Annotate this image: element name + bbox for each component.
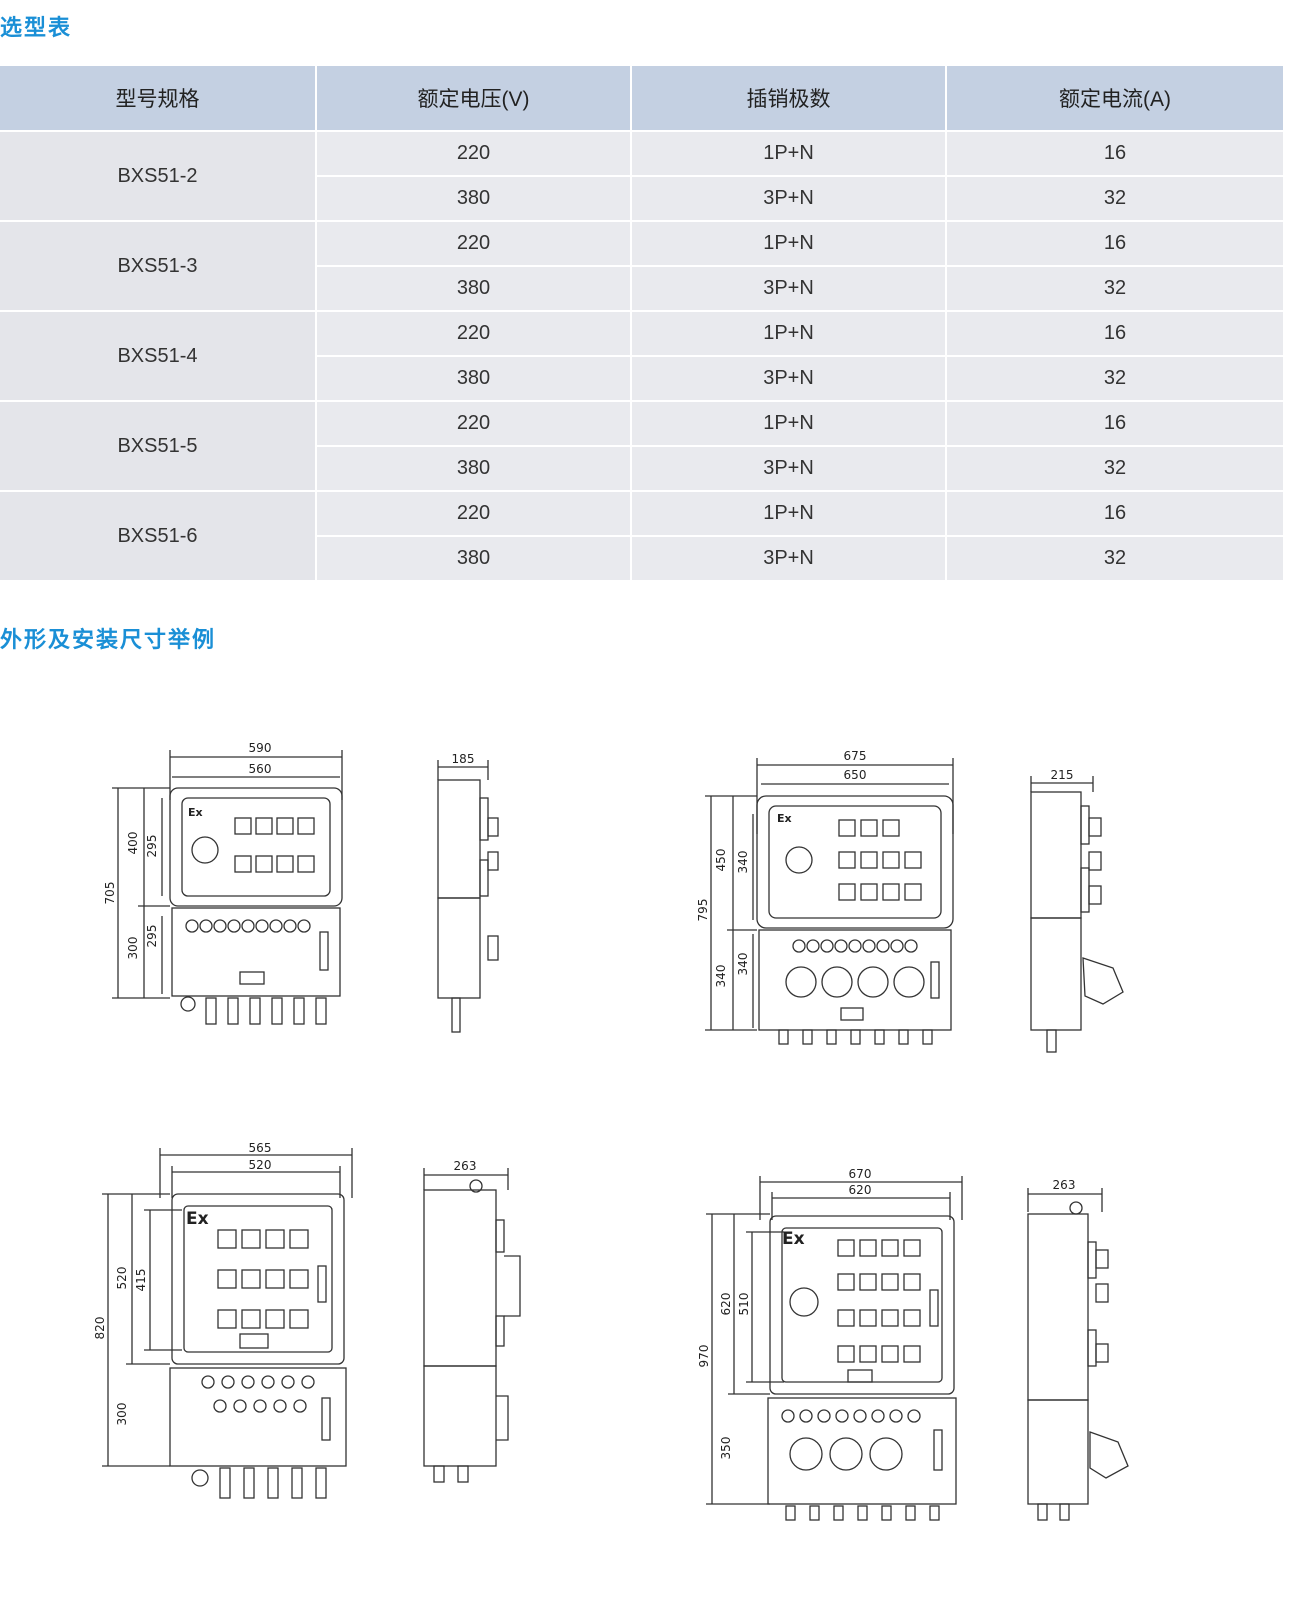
poles-cell: 3P+N — [631, 176, 947, 222]
poles-cell: 1P+N — [631, 401, 947, 447]
table-row: 380 3P+N 32 — [0, 266, 1283, 312]
table-row: 380 3P+N 32 — [0, 536, 1283, 582]
dim-depth: 185 — [452, 752, 475, 766]
dim-lower-outer: 350 — [719, 1437, 733, 1460]
current-cell: 16 — [946, 311, 1283, 357]
dim-depth: 263 — [1053, 1178, 1076, 1192]
model-cell: BXS51-4 — [0, 311, 317, 402]
ex-mark: Ex — [186, 1209, 209, 1229]
voltage-cell: 220 — [316, 131, 632, 177]
current-cell: 16 — [946, 401, 1283, 447]
dim-upper-inner: 340 — [736, 851, 750, 874]
poles-cell: 1P+N — [631, 491, 947, 537]
table-row: BXS51-4 220 1P+N 16 — [0, 311, 1283, 402]
poles-cell: 1P+N — [631, 311, 947, 357]
model-cell: BXS51-5 — [0, 401, 317, 492]
dim-outer-width: 565 — [249, 1141, 272, 1155]
dim-lower-outer: 340 — [714, 965, 728, 988]
voltage-cell: 220 — [316, 491, 632, 537]
header-voltage: 额定电压(V) — [316, 66, 632, 132]
ex-mark: Ex — [777, 812, 792, 825]
dim-total-height: 705 — [103, 882, 117, 905]
voltage-cell: 380 — [316, 266, 632, 312]
current-cell: 16 — [946, 221, 1283, 267]
poles-cell: 1P+N — [631, 221, 947, 267]
dim-total-height: 970 — [697, 1345, 711, 1368]
dim-upper-outer: 450 — [714, 849, 728, 872]
poles-cell: 3P+N — [631, 446, 947, 492]
table-row: BXS51-5 220 1P+N 16 — [0, 401, 1283, 492]
poles-cell: 1P+N — [631, 131, 947, 177]
dim-lower-inner: 295 — [145, 925, 159, 948]
dim-upper-outer: 620 — [719, 1293, 733, 1316]
dim-lower-outer: 300 — [126, 937, 140, 960]
table-row: 380 3P+N 32 — [0, 446, 1283, 492]
dim-outer-width: 675 — [844, 749, 867, 763]
poles-cell: 3P+N — [631, 356, 947, 402]
model-cell: BXS51-3 — [0, 221, 317, 312]
dim-outer-width: 590 — [249, 741, 272, 755]
table-row: 380 3P+N 32 — [0, 176, 1283, 222]
poles-cell: 3P+N — [631, 266, 947, 312]
table-row: 380 3P+N 32 — [0, 356, 1283, 402]
section-title-dimensions: 外形及安装尺寸举例 — [0, 628, 217, 653]
voltage-cell: 220 — [316, 221, 632, 267]
dim-upper-outer: 400 — [126, 832, 140, 855]
current-cell: 16 — [946, 491, 1283, 537]
dim-upper-inner: 295 — [145, 835, 159, 858]
header-poles: 插销极数 — [631, 66, 947, 132]
dim-depth: 215 — [1051, 768, 1074, 782]
dim-upper-inner: 415 — [134, 1269, 148, 1292]
voltage-cell: 220 — [316, 401, 632, 447]
header-current: 额定电流(A) — [946, 66, 1283, 132]
dim-upper-outer: 520 — [115, 1267, 129, 1290]
voltage-cell: 380 — [316, 446, 632, 492]
dim-outer-width: 670 — [849, 1167, 872, 1181]
dimension-drawing-2: 675 650 215 795 450 340 340 340 Ex — [696, 749, 1124, 1053]
dimension-drawing-3: 565 520 263 820 520 415 300 Ex — [93, 1141, 521, 1499]
dim-total-height: 795 — [696, 899, 710, 922]
dim-inner-width: 650 — [844, 768, 867, 782]
dimension-drawing-4: 670 620 263 970 620 510 350 Ex — [697, 1167, 1129, 1521]
table-row: BXS51-6 220 1P+N 16 — [0, 491, 1283, 582]
current-cell: 16 — [946, 131, 1283, 177]
voltage-cell: 220 — [316, 311, 632, 357]
ex-mark: Ex — [188, 806, 203, 819]
section-title-selection-table: 选型表 — [0, 16, 73, 41]
current-cell: 32 — [946, 446, 1283, 492]
dim-total-height: 820 — [93, 1317, 107, 1340]
voltage-cell: 380 — [316, 356, 632, 402]
table-row: BXS51-2 220 1P+N 16 — [0, 131, 1283, 222]
dimension-drawing-1: 590 560 185 705 400 295 300 295 Ex — [103, 741, 499, 1033]
dim-upper-inner: 510 — [737, 1293, 751, 1316]
dim-lower-inner: 340 — [736, 953, 750, 976]
model-cell: BXS51-6 — [0, 491, 317, 582]
table-row: BXS51-3 220 1P+N 16 — [0, 221, 1283, 312]
voltage-cell: 380 — [316, 176, 632, 222]
current-cell: 32 — [946, 176, 1283, 222]
table-header-row: 型号规格 额定电压(V) 插销极数 额定电流(A) — [0, 66, 1283, 132]
model-cell: BXS51-2 — [0, 131, 317, 222]
header-model: 型号规格 — [0, 66, 317, 132]
current-cell: 32 — [946, 536, 1283, 582]
current-cell: 32 — [946, 356, 1283, 402]
dim-inner-width: 560 — [249, 762, 272, 776]
dim-inner-width: 620 — [849, 1183, 872, 1197]
ex-mark: Ex — [782, 1229, 805, 1249]
dim-depth: 263 — [454, 1159, 477, 1173]
dim-inner-width: 520 — [249, 1158, 272, 1172]
selection-table: 型号规格 额定电压(V) 插销极数 额定电流(A) BXS51-2 220 1P… — [0, 66, 1283, 582]
voltage-cell: 380 — [316, 536, 632, 582]
poles-cell: 3P+N — [631, 536, 947, 582]
dim-lower-outer: 300 — [115, 1403, 129, 1426]
current-cell: 32 — [946, 266, 1283, 312]
